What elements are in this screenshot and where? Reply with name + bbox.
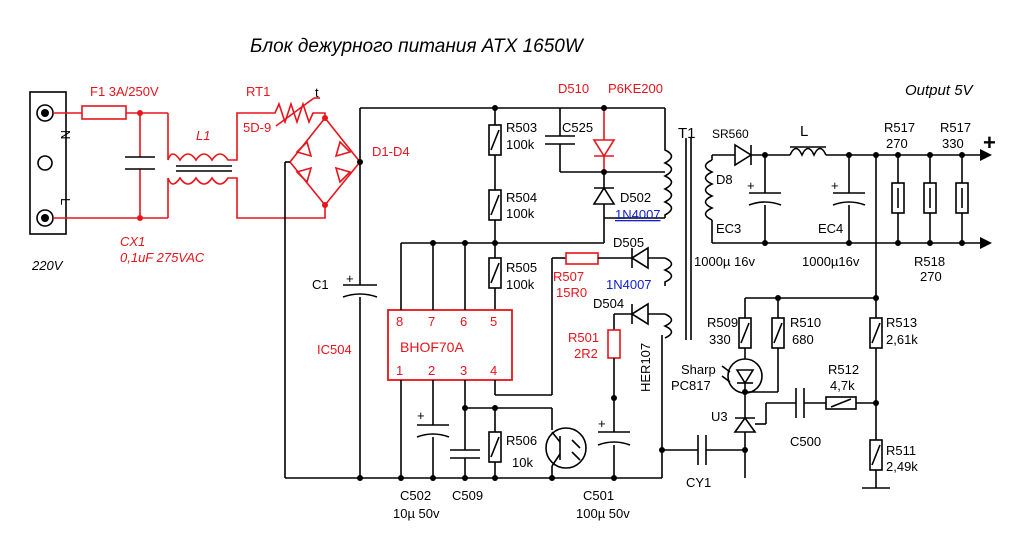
d504-label: D504	[593, 296, 624, 311]
ic504-label: IC504	[317, 342, 352, 357]
r511-value: 2,49k	[886, 459, 918, 474]
r509-value: 330	[709, 332, 731, 347]
ic504-part: BHOF70A	[400, 339, 464, 355]
ic504-body	[387, 309, 513, 381]
c501-label: C501	[583, 488, 614, 503]
svg-text:+: +	[417, 408, 425, 423]
r507-label: R507	[553, 269, 584, 284]
svg-text:+: +	[747, 178, 755, 193]
r518-label: R518	[914, 254, 945, 269]
fuse-label: F1 3A/250V	[90, 84, 159, 99]
u3-label: U3	[711, 409, 728, 424]
pin-n-label: N	[58, 130, 73, 139]
r504-label: R504	[506, 190, 537, 205]
d504-value: HER107	[638, 343, 653, 392]
d510-label: D510	[558, 81, 589, 96]
r504-value: 100k	[506, 206, 535, 221]
ic-pin-8: 8	[396, 314, 403, 329]
r509-label: R509	[707, 315, 738, 330]
c502-value: 10µ 50v	[393, 506, 440, 521]
d502-label: D502	[620, 190, 651, 205]
output-plus: +	[983, 130, 996, 155]
t1-label: T1	[678, 125, 696, 142]
r511-label: R511	[886, 443, 916, 458]
r517a-label: R517	[884, 120, 915, 135]
r513-value: 2,61k	[886, 332, 918, 347]
diagram-title: Блок дежурного питания ATX 1650W	[250, 36, 585, 57]
r501-value: 2R2	[574, 346, 598, 361]
l-out-label: L	[800, 123, 808, 140]
ic-pin-2: 2	[428, 363, 435, 378]
d8-label: D8	[716, 172, 733, 187]
input-filter	[53, 97, 326, 221]
cx1-label: CX1	[120, 234, 145, 249]
ec3-label: EC3	[716, 221, 741, 236]
cx1-value: 0,1uF 275VAC	[120, 250, 205, 265]
svg-text:+: +	[346, 271, 354, 286]
c500-label: C500	[790, 434, 821, 449]
r512-value: 4,7k	[830, 378, 855, 393]
fuse-f1	[81, 105, 127, 120]
r501-label: R501	[568, 330, 599, 345]
ic-pin-1: 1	[396, 363, 403, 378]
r517a-value: 270	[886, 136, 908, 151]
r518-value: 270	[920, 269, 942, 284]
d510-value: P6KE200	[608, 81, 663, 96]
output-label: Output 5V	[905, 82, 975, 99]
rt1-t-label: t	[315, 85, 319, 100]
r512-label: R512	[828, 362, 859, 377]
r510-value: 680	[792, 332, 814, 347]
ic-pin-7: 7	[428, 314, 435, 329]
r517b-value: 330	[942, 136, 964, 151]
r506-value: 10k	[512, 455, 533, 470]
input-voltage-label: 220V	[31, 258, 64, 273]
bridge-rectifier	[288, 115, 363, 208]
r510-label: R510	[790, 315, 821, 330]
r503-value: 100k	[506, 137, 535, 152]
d502-value: 1N4007	[615, 207, 661, 222]
ec4-value: 1000µ16v	[802, 254, 860, 269]
c502-label: C502	[400, 488, 431, 503]
secondary-output: + +	[711, 143, 992, 489]
c509-label: C509	[452, 488, 483, 503]
r505-value: 100k	[506, 277, 535, 292]
bridge-label: D1-D4	[372, 144, 410, 159]
r506-label: R506	[506, 433, 537, 448]
cy1-label: CY1	[686, 475, 711, 490]
svg-text:+: +	[598, 416, 606, 431]
svg-text:+: +	[831, 178, 839, 193]
d8-part: SR560	[712, 127, 749, 141]
c1-label: C1	[312, 277, 329, 292]
ec3-value: 1000µ 16v	[694, 254, 755, 269]
opto-maker: Sharp	[681, 362, 716, 377]
r517b-label: R517	[940, 120, 971, 135]
r505-label: R505	[506, 260, 537, 275]
r503-label: R503	[506, 120, 537, 135]
primary-wiring: +	[284, 105, 748, 481]
c525-label: C525	[562, 120, 593, 135]
ic-pin-4: 4	[490, 363, 497, 378]
ec4-label: EC4	[818, 221, 843, 236]
d505-label: D505	[613, 235, 644, 250]
rt1-label: RT1	[246, 84, 270, 99]
ic-pin-6: 6	[460, 314, 467, 329]
pin-l-label: L	[58, 198, 73, 205]
rt1-value: 5D-9	[243, 120, 271, 135]
ic-pin-5: 5	[490, 314, 497, 329]
ic-pin-3: 3	[460, 363, 467, 378]
transformer-t1	[663, 108, 714, 340]
c501-value: 100µ 50v	[576, 506, 630, 521]
opto-part: PC817	[671, 378, 711, 393]
d505-value: 1N4007	[606, 277, 652, 292]
choke-l1-label: L1	[196, 128, 210, 143]
r507-value: 15R0	[556, 285, 587, 300]
mains-connector	[29, 91, 67, 235]
r513-label: R513	[886, 315, 917, 330]
